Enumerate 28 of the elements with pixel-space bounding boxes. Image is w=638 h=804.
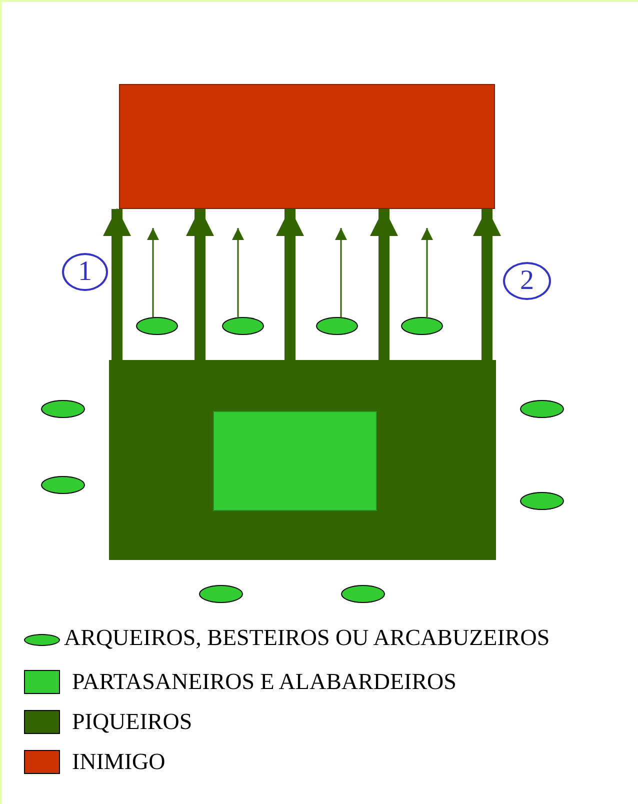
- halberd-block: [213, 411, 377, 511]
- pike-block: [109, 360, 496, 560]
- legend-label: INIMIGO: [72, 749, 166, 775]
- archer-unit: [401, 317, 443, 335]
- advance-arrow: [276, 208, 304, 360]
- archer-unit: [222, 317, 264, 335]
- advance-arrow: [370, 208, 398, 360]
- advance-arrow: [473, 208, 501, 360]
- enemy-block: [119, 84, 495, 209]
- advance-arrow: [186, 208, 214, 360]
- shot-arrow: [421, 228, 433, 317]
- archer-unit: [520, 400, 564, 418]
- shot-arrow: [232, 228, 244, 317]
- shot-arrow: [335, 228, 347, 317]
- legend-label: ARQUEIROS, BESTEIROS OU ARCABUZEIROS: [64, 625, 550, 651]
- shot-arrow: [147, 228, 159, 317]
- legend-label: PIQUEIROS: [72, 709, 192, 735]
- archer-unit: [316, 317, 358, 335]
- archer-unit: [341, 585, 385, 603]
- archer-unit: [199, 585, 243, 603]
- archer-unit: [41, 400, 85, 418]
- advance-arrow: [103, 208, 131, 360]
- callout-number: 2: [503, 262, 551, 300]
- callout-number: 1: [62, 253, 108, 291]
- archer-unit: [520, 492, 564, 510]
- legend-label: PARTASANEIROS E ALABARDEIROS: [72, 669, 456, 695]
- archer-unit: [41, 476, 85, 494]
- archer-unit: [136, 317, 178, 335]
